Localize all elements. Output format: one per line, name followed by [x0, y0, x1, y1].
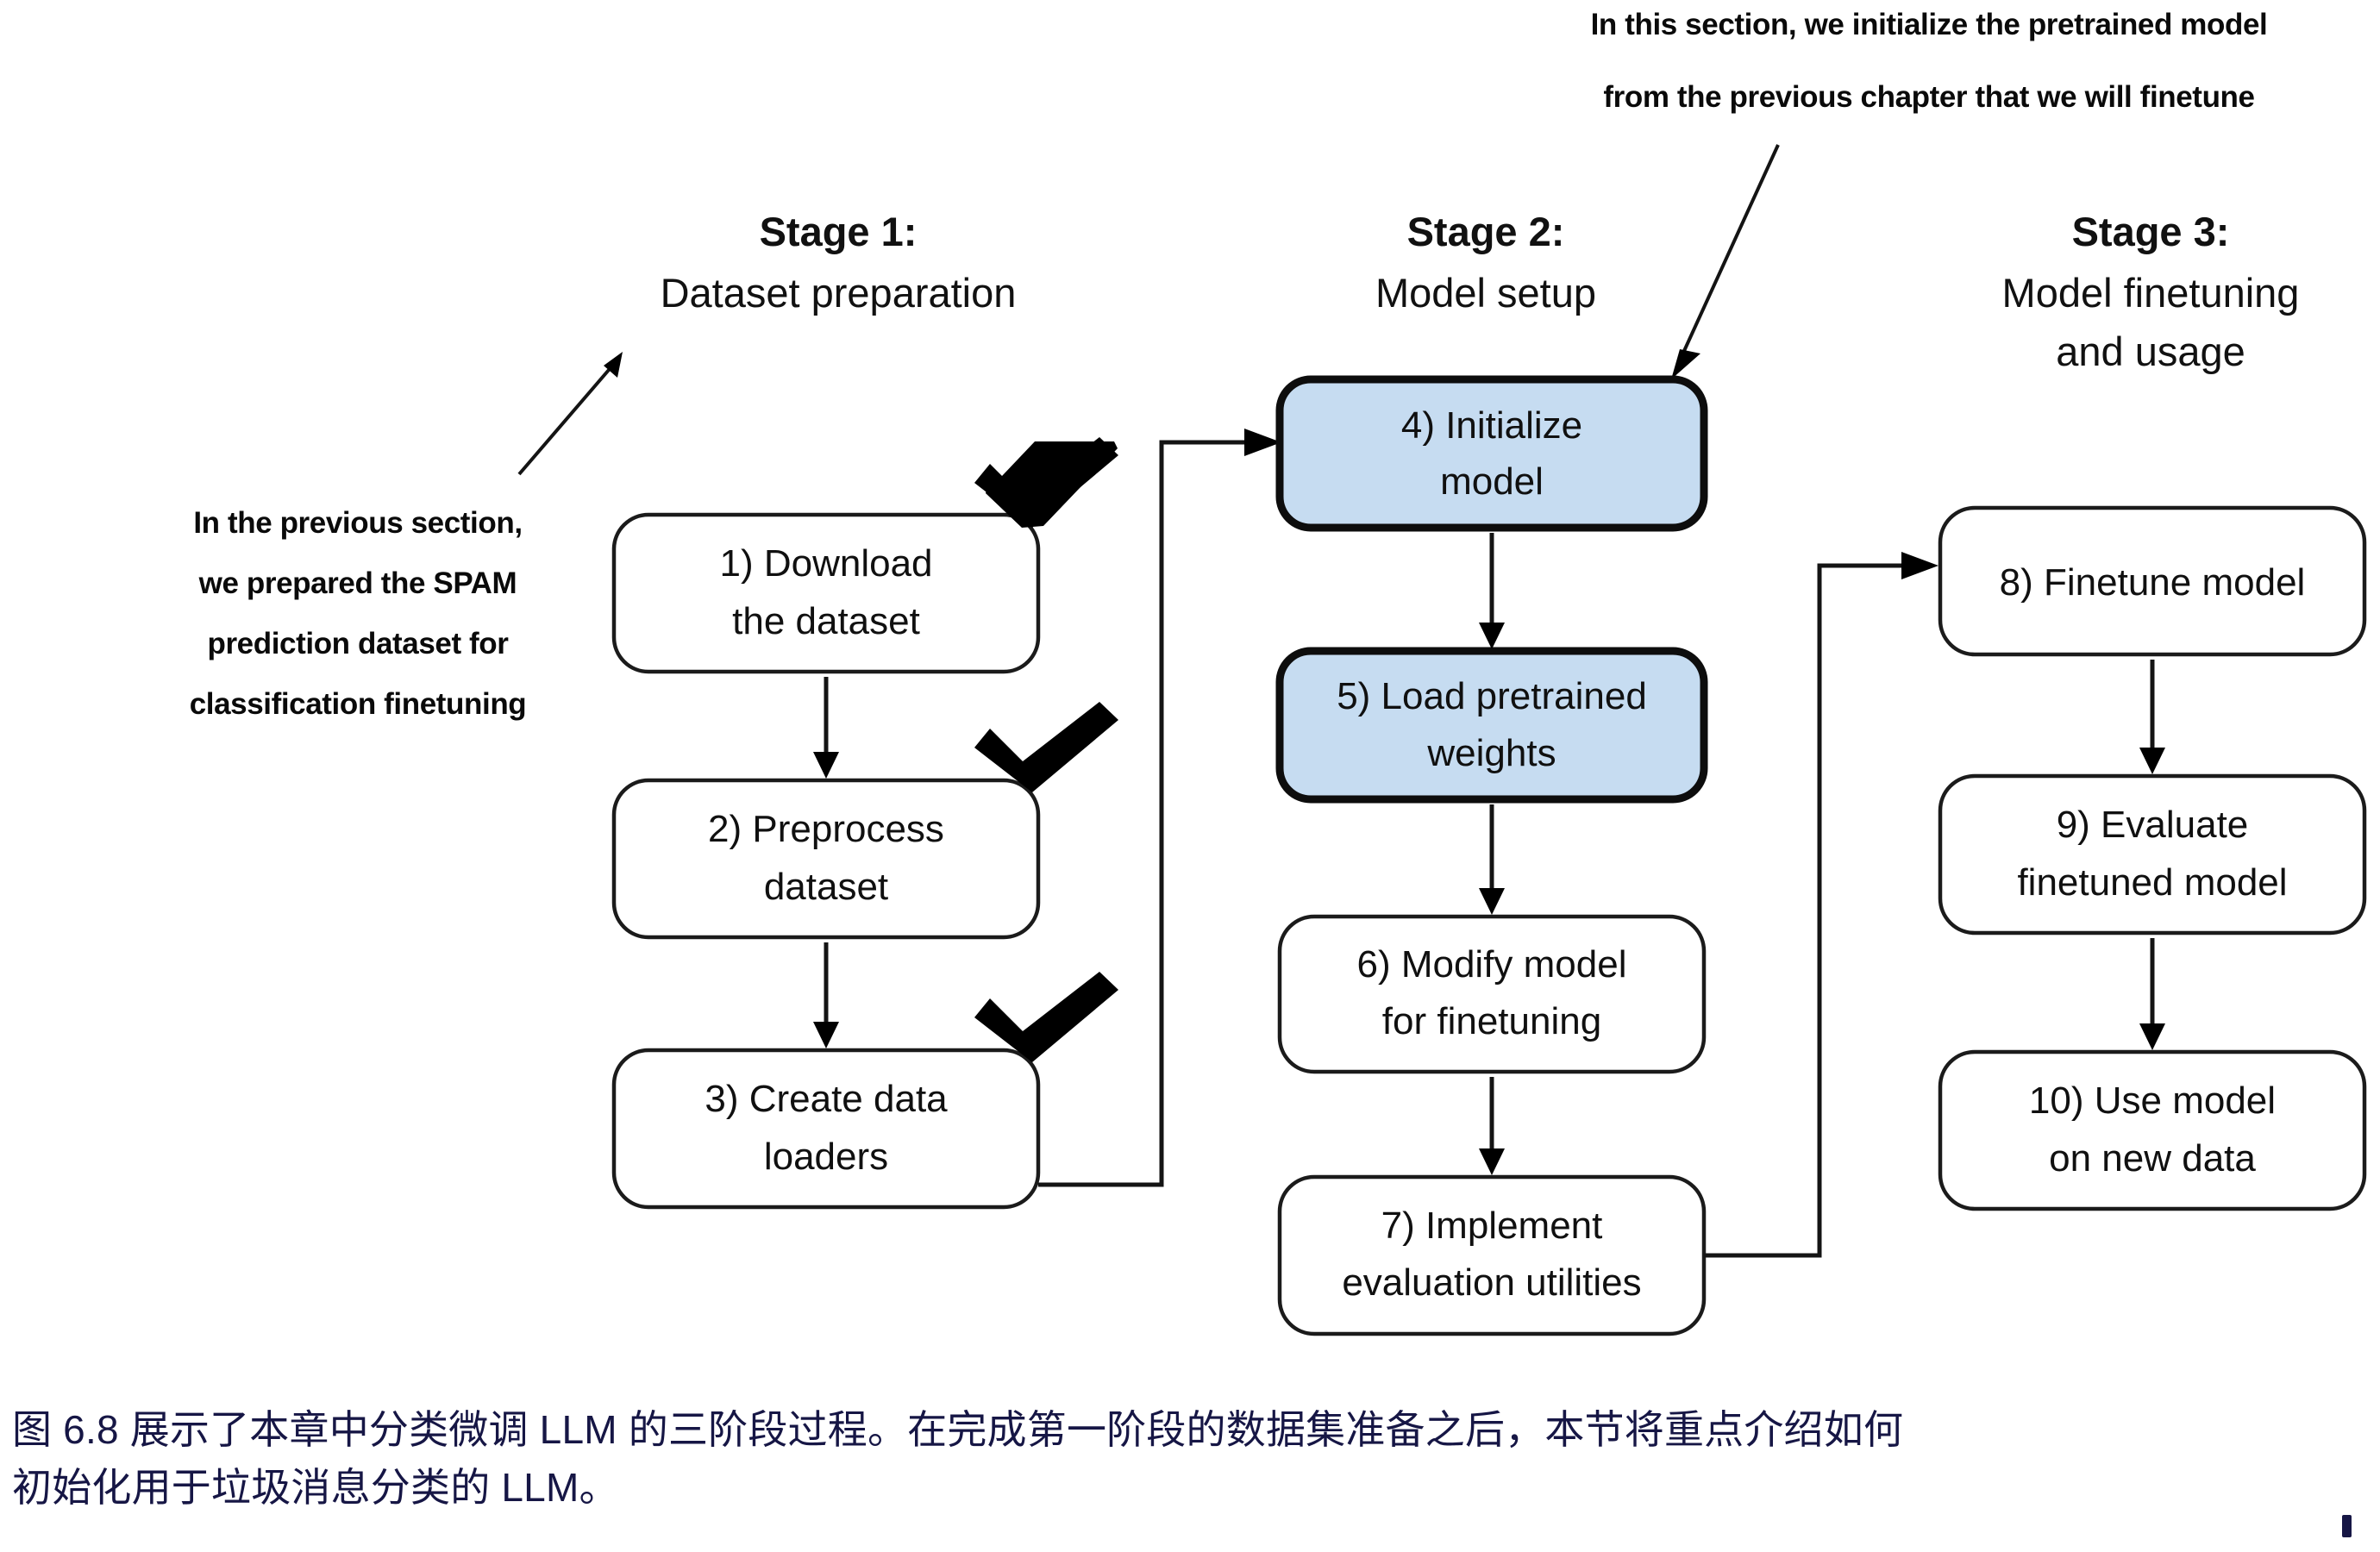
left-annotation-line-4: classification finetuning: [190, 687, 527, 721]
top-annotation-line-1: In this section, we initialize the pretr…: [1591, 8, 2268, 41]
step-1-box[interactable]: [611, 512, 1041, 674]
left-annotation: In the previous section, we prepared the…: [190, 352, 623, 721]
step-2-label-line-1: 2) Preprocess: [708, 808, 944, 850]
step-10-box[interactable]: [1938, 1049, 2367, 1211]
step-1-box-group[interactable]: 1) Download the dataset: [611, 437, 1118, 674]
step-7-box[interactable]: [1277, 1174, 1707, 1336]
caption-line-1: 图 6.8 展示了本章中分类微调 LLM 的三阶段过程。在完成第一阶段的数据集准…: [12, 1407, 1904, 1452]
step-5-box-group[interactable]: 5) Load pretrained weights: [1275, 647, 1708, 804]
left-annotation-line-2: we prepared the SPAM: [198, 566, 517, 600]
step-3-checkmark-icon: [974, 972, 1118, 1062]
arrow-step2-to-step3: [813, 942, 839, 1048]
step-5-label-line-1: 5) Load pretrained: [1337, 675, 1647, 717]
step-10-label-line-1: 10) Use model: [2029, 1080, 2276, 1122]
step-7-label-line-1: 7) Implement: [1381, 1205, 1603, 1247]
arrow-step1-to-step2: [813, 677, 839, 779]
step-5-label-line-2: weights: [1426, 732, 1556, 774]
stage-1-title-bold: Stage 1:: [760, 209, 918, 254]
step-1-checkmark-icon-shape: [974, 437, 1118, 528]
step-8-box[interactable]: [1938, 505, 2367, 657]
step-2-box-group[interactable]: 2) Preprocess dataset: [611, 702, 1118, 940]
arrow-step5-to-step6: [1479, 804, 1505, 915]
step-1-label-line-2: the dataset: [732, 600, 920, 642]
step-2-label-line-2: dataset: [764, 866, 888, 908]
figure-caption: 图 6.8 展示了本章中分类微调 LLM 的三阶段过程。在完成第一阶段的数据集准…: [12, 1401, 2375, 1516]
stage-1-title-regular: Dataset preparation: [661, 270, 1017, 316]
arrow-step6-to-step7: [1479, 1077, 1505, 1175]
arrow-step8-to-step9: [2139, 660, 2165, 774]
stage-3-title-regular-2: and usage: [2056, 329, 2245, 374]
step-3-label-line-2: loaders: [764, 1136, 888, 1178]
step-3-box[interactable]: [611, 1048, 1041, 1210]
step-3-box-group[interactable]: 3) Create data loaders: [611, 972, 1118, 1210]
step-10-box-group[interactable]: 10) Use model on new data: [1938, 1049, 2367, 1211]
step-4-label-line-1: 4) Initialize: [1401, 404, 1582, 447]
step-9-box-group[interactable]: 9) Evaluate finetuned model: [1938, 773, 2367, 936]
step-2-box[interactable]: [611, 778, 1041, 940]
step-6-label-line-2: for finetuning: [1382, 1000, 1601, 1042]
step-4-label-line-2: model: [1440, 460, 1544, 503]
step-1-label-line-1: 1) Download: [719, 542, 932, 585]
caption-line-2: 初始化用于垃圾消息分类的 LLM。: [12, 1464, 619, 1510]
step-10-label-line-2: on new data: [2049, 1137, 2256, 1180]
top-annotation-arrow-icon: [1671, 144, 1780, 379]
stage-3-title-bold: Stage 3:: [2072, 209, 2230, 254]
step-8-label-line-1: 8) Finetune model: [2000, 561, 2306, 604]
step-6-label-line-1: 6) Modify model: [1356, 943, 1626, 986]
step-9-label-line-2: finetuned model: [2017, 861, 2287, 904]
connector-stage1-to-stage2: [1038, 429, 1281, 1187]
step-7-box-group[interactable]: 7) Implement evaluation utilities: [1277, 1174, 1707, 1336]
left-annotation-line-3: prediction dataset for: [207, 627, 509, 660]
step-9-box[interactable]: [1938, 773, 2367, 936]
step-4-box-group[interactable]: 4) Initialize model: [1275, 375, 1708, 532]
step-8-box-group[interactable]: 8) Finetune model: [1938, 505, 2367, 657]
stage-2-title-regular: Model setup: [1375, 270, 1596, 316]
step-6-box[interactable]: [1277, 914, 1707, 1074]
stage-3-title: Stage 3: Model finetuning and usage: [2002, 209, 2300, 374]
stage-1-title: Stage 1: Dataset preparation: [661, 209, 1017, 316]
step-2-checkmark-icon: [974, 702, 1118, 792]
step-3-label-line-1: 3) Create data: [705, 1078, 948, 1120]
stage-3-title-regular: Model finetuning: [2002, 270, 2300, 316]
left-annotation-line-1: In the previous section,: [193, 506, 522, 540]
arrow-step9-to-step10: [2139, 938, 2165, 1050]
stage-2-title-bold: Stage 2:: [1407, 209, 1565, 254]
arrow-step4-to-step5: [1479, 533, 1505, 649]
step-6-box-group[interactable]: 6) Modify model for finetuning: [1277, 914, 1707, 1074]
stage-2-title: Stage 2: Model setup: [1375, 209, 1596, 316]
step-9-label-line-1: 9) Evaluate: [2057, 804, 2249, 846]
left-annotation-arrow-icon: [517, 352, 623, 476]
connector-stage2-to-stage3: [1704, 552, 1938, 1258]
step-4-box[interactable]: [1275, 375, 1708, 532]
step-5-box[interactable]: [1275, 647, 1708, 804]
text-cursor: [2342, 1515, 2352, 1537]
step-7-label-line-2: evaluation utilities: [1342, 1261, 1641, 1304]
top-annotation: In this section, we initialize the pretr…: [1591, 8, 2268, 379]
top-annotation-line-2: from the previous chapter that we will f…: [1603, 80, 2254, 114]
